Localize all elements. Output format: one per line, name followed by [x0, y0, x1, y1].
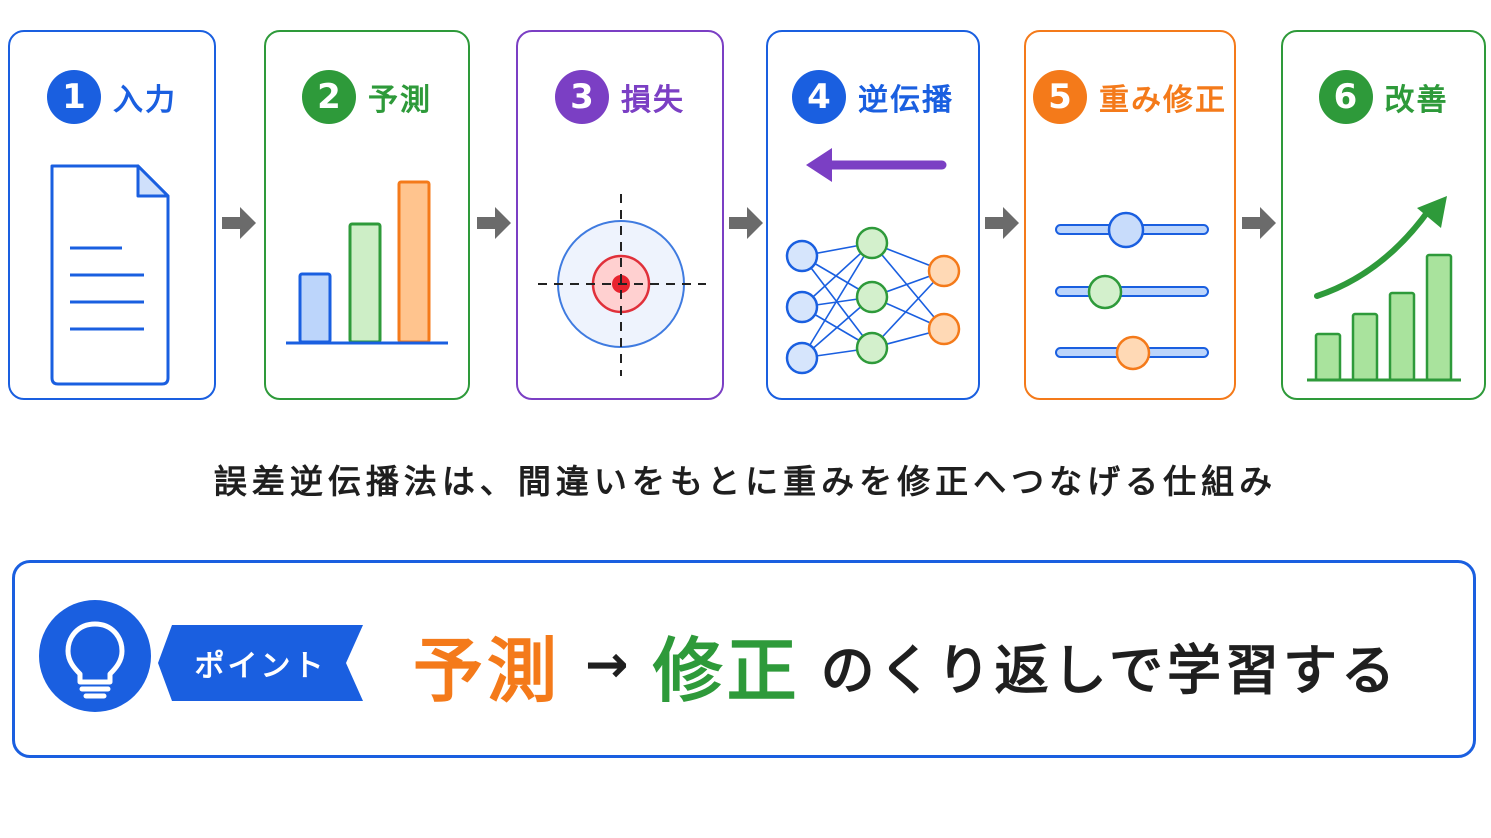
target-icon [538, 194, 706, 376]
step-weight-update: 5 重み修正 [1024, 30, 1236, 400]
step-number: 2 [302, 70, 356, 124]
step-title: 逆伝播 [858, 83, 954, 118]
document-icon [50, 164, 170, 386]
arrow-right-icon [477, 207, 511, 239]
growth-chart-icon [1307, 196, 1461, 382]
slogan-word-prediction: 予測 [413, 629, 561, 712]
step-number: 3 [555, 70, 609, 124]
step-title: 損失 [621, 83, 685, 118]
step-number: 5 [1033, 70, 1087, 124]
point-slogan: 予測 → 修正 のくり返しで学習する [413, 615, 1399, 715]
step-title: 予測 [368, 83, 432, 118]
sliders-icon [1055, 211, 1209, 371]
step-title: 改善 [1384, 83, 1449, 118]
arrow-right-icon [1242, 207, 1276, 239]
arrow-right-icon [222, 207, 256, 239]
step-input: 1 入力 [8, 30, 216, 400]
arrow-right-icon [729, 207, 763, 239]
step-improvement: 6 改善 [1281, 30, 1486, 400]
point-badge-label: ポイント [194, 649, 327, 684]
diagram-caption: 誤差逆伝播法は、間違いをもとに重みを修正へつなげる仕組み [213, 462, 1278, 501]
step-loss: 3 損失 [516, 30, 724, 400]
step-backprop: 4 逆伝播 [766, 30, 980, 400]
slogan-arrow: → [585, 635, 629, 695]
slogan-rest: のくり返しで学習する [820, 638, 1399, 702]
point-badge-ribbon [158, 625, 363, 701]
arrow-right-icon [985, 207, 1019, 239]
step-number: 1 [47, 70, 101, 124]
point-box: ポイント 予測 → 修正 のくり返しで学習する [12, 560, 1476, 758]
bar-chart-icon [286, 180, 448, 345]
lightbulb-icon [39, 600, 151, 712]
slogan-word-correction: 修正 [652, 629, 801, 712]
step-title: 重み修正 [1099, 83, 1227, 118]
step-number: 4 [792, 70, 846, 124]
step-prediction: 2 予測 [264, 30, 470, 400]
step-title: 入力 [113, 83, 177, 118]
neural-network-icon [785, 148, 961, 375]
step-number: 6 [1318, 70, 1373, 124]
